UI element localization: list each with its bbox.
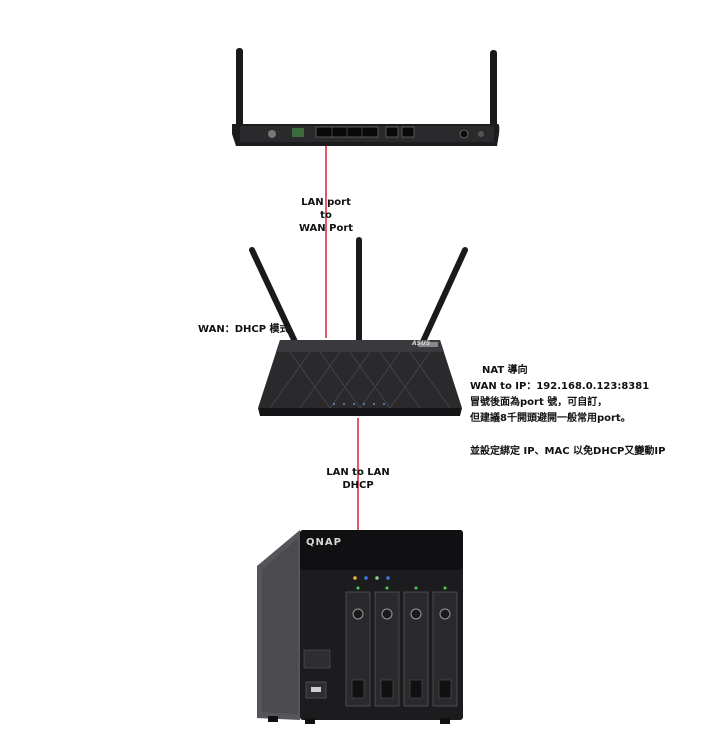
- lan-to-wan-line-1: LAN port: [301, 197, 351, 208]
- nat-line-2: 冒號後面為port 號，可自訂，: [470, 397, 608, 408]
- binding-note: 並設定綁定 IP、MAC 以免DHCP又變動IP: [470, 446, 666, 457]
- nat-line-3: 但建議8千開頭避開一般常用port。: [470, 413, 631, 424]
- wan-mode-label: WAN：DHCP 模式: [198, 324, 290, 335]
- lan-to-wan-line-3: WAN Port: [298, 223, 354, 234]
- nat-line-1: WAN to IP：192.168.0.123:8381: [470, 381, 650, 392]
- lan-to-lan-line-1: LAN to LAN: [326, 467, 390, 478]
- nat-title: NAT 導向: [482, 365, 528, 376]
- lan-to-wan-line-2: to: [320, 210, 332, 221]
- lan-to-lan-line-2: DHCP: [342, 480, 374, 491]
- lan-to-wan-label: LAN port to WAN Port: [296, 196, 356, 235]
- modem-router-device: [232, 48, 500, 146]
- asus-router-device: [249, 237, 468, 416]
- lan-to-lan-label: LAN to LAN DHCP: [322, 466, 394, 492]
- nas-brand-logo: QNAP: [306, 537, 342, 548]
- qnap-nas-device: [257, 530, 463, 724]
- nat-details: WAN to IP：192.168.0.123:8381 冒號後面為port 號…: [470, 379, 649, 427]
- router-brand-logo: ASUS: [412, 340, 431, 347]
